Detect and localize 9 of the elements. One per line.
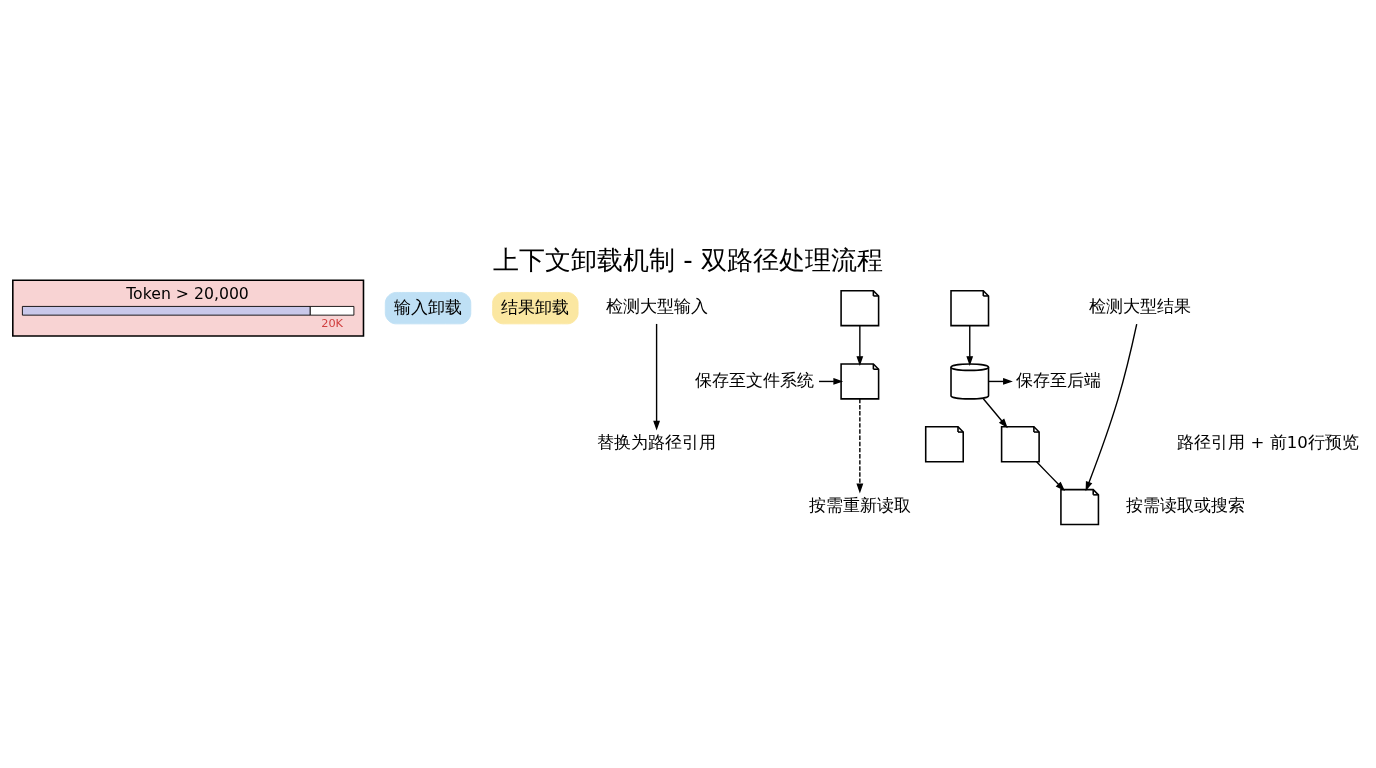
diagram-title: 上下文卸载机制 - 双路径处理流程 [492, 244, 884, 275]
node-text: 保存至后端 [1016, 370, 1102, 390]
node-text: 按需读取或搜索 [1125, 495, 1245, 515]
node-text: 路径引用 + 前10行预览 [1177, 432, 1359, 452]
node-text: 检测大型结果 [1088, 296, 1191, 316]
node-text: 保存至文件系统 [694, 370, 814, 390]
node-text: 按需重新读取 [808, 495, 911, 515]
node-text: 替换为路径引用 [597, 432, 717, 452]
node-text: 检测大型输入 [605, 296, 708, 316]
